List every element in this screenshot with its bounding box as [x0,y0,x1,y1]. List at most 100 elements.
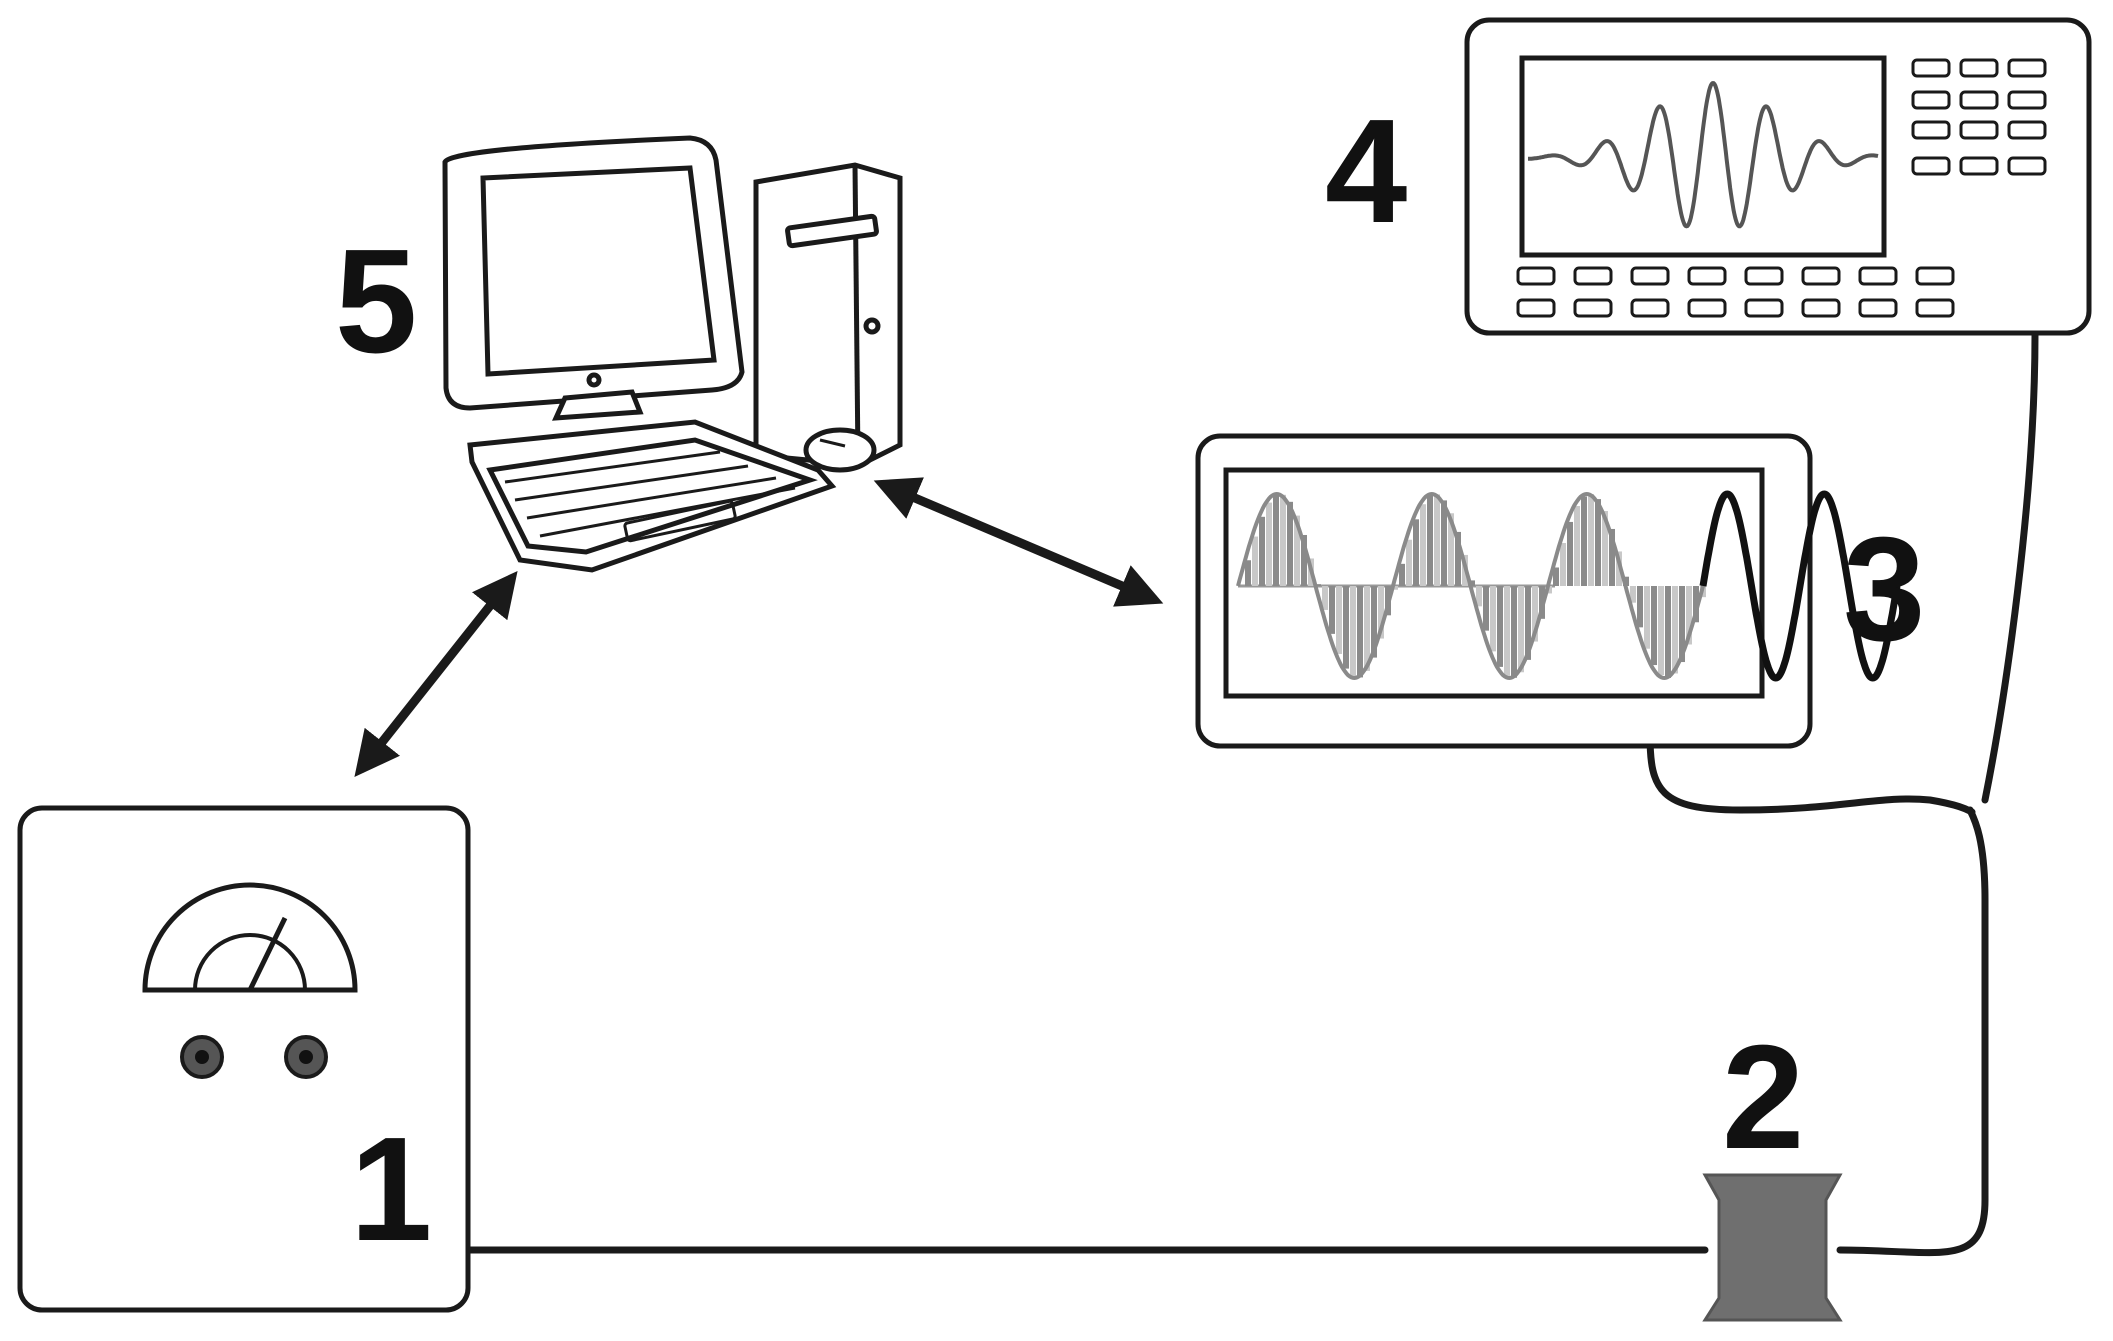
sample-bar [1343,586,1349,669]
sample-bar [1392,586,1398,590]
label-transducer: 2 [1722,1015,1804,1180]
output-wave [1699,490,1901,682]
sample-bar [1525,586,1531,660]
sample-bar [1448,513,1454,586]
sample-bar [1427,495,1433,586]
sample-bar [1476,586,1482,607]
keypad-key [1959,120,1999,140]
transducer-icon [1702,1173,1843,1322]
sampled-wave-outline [1236,491,1705,681]
arrows [354,477,1164,778]
cables [464,331,2039,1257]
keypad-key [1959,90,1999,110]
sample-bar [1273,495,1279,586]
sample-bar [1511,586,1517,678]
analog-meter-icon [17,805,471,1313]
sample-bar [1266,502,1272,586]
function-key [1630,298,1670,318]
function-key [1801,298,1841,318]
sample-bar [1350,586,1356,677]
sample-bar [1364,586,1370,671]
function-key [1744,266,1784,286]
keypad-key [2007,120,2047,140]
keypad-key [1911,120,1951,140]
sample-bar [1322,586,1328,610]
sample-bar [1630,586,1636,603]
function-key [1573,266,1613,286]
keypad-key [1959,58,1999,78]
sample-bar [1287,501,1293,586]
sample-bar [1504,586,1510,676]
oscilloscope-icon [1464,17,2092,336]
sample-bar [1602,511,1608,586]
sample-bar [1588,494,1594,586]
function-key [1744,298,1784,318]
cable-generator-to-junction [1646,731,1976,816]
function-key [1915,298,1955,318]
sample-bar [1672,586,1678,674]
oscilloscope-keypad [1911,58,2047,176]
sample-bar [1595,499,1601,586]
keypad-key [1911,58,1951,78]
sample-bar [1651,586,1657,666]
sample-bar [1532,586,1538,642]
sample-bar [1252,536,1258,586]
keypad-key [2007,90,2047,110]
sample-bar [1658,586,1664,676]
function-generator-icon [1195,433,1901,749]
keypad-key [1959,156,1999,176]
sample-bar [1483,586,1489,631]
label-function-generator: 3 [1843,507,1925,672]
keypad-key [2007,58,2047,78]
sample-bar [1406,539,1412,586]
sample-bar [1553,567,1559,586]
sample-bar [1574,506,1580,586]
sample-bar [1441,500,1447,586]
oscilloscope-function-keys [1516,266,1955,318]
cable-oscilloscope-to-junction [1981,331,2039,804]
sample-bar [1329,586,1335,634]
sample-bar [1315,584,1321,586]
sampled-wave-fill [1245,494,1706,678]
arrow-computer-generator [873,477,1164,607]
label-oscilloscope: 4 [1325,89,1407,254]
keypad-key [2007,156,2047,176]
sample-bar [1469,580,1475,586]
function-key [1858,298,1898,318]
sample-bar [1280,494,1286,586]
sample-bar [1665,586,1671,678]
label-meter: 1 [350,1107,432,1272]
sample-bar [1259,516,1265,586]
sample-bar [1245,560,1251,586]
function-key [1573,298,1613,318]
function-key [1516,266,1556,286]
function-key [1687,298,1727,318]
sample-bar [1371,586,1377,658]
arrow-meter-computer [354,570,518,778]
sample-bar [1581,496,1587,586]
sample-bar [1497,586,1503,667]
sample-bar [1567,521,1573,586]
keypad-key [1911,90,1951,110]
sample-bar [1490,586,1496,652]
sample-bar [1518,586,1524,673]
function-key [1630,266,1670,286]
sample-bar [1420,504,1426,586]
keypad-key [1911,156,1951,176]
sample-bar [1560,542,1566,586]
function-key [1687,266,1727,286]
burst-wave [1528,81,1879,229]
function-key [1516,298,1556,318]
label-computer: 5 [335,219,417,384]
sample-bar [1336,586,1342,654]
function-key [1915,266,1955,286]
sample-bar [1455,531,1461,586]
function-key [1858,266,1898,286]
function-key [1801,266,1841,286]
desktop-computer-icon [442,135,903,573]
sample-bar [1301,534,1307,586]
sample-bar [1637,586,1643,628]
sample-bar [1679,586,1685,663]
cable-transducer-to-junction [1836,806,1989,1257]
